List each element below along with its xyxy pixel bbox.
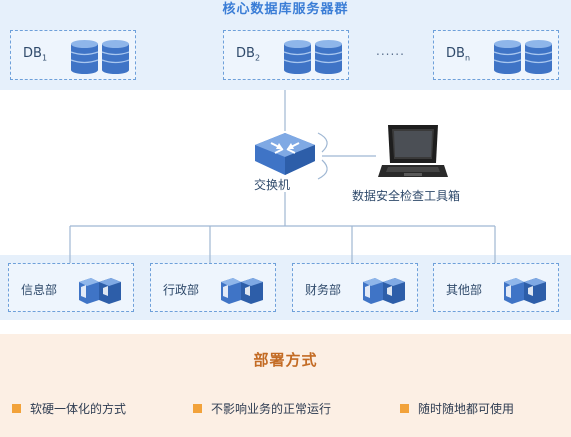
device-box-icon [504, 278, 546, 304]
database-icon [493, 40, 553, 74]
department-label: 财务部 [305, 283, 342, 297]
feature-item: 随时随地都可使用 [400, 400, 514, 417]
db-node: DB2 [223, 30, 349, 80]
cluster-title: 核心数据库服务器群 [222, 2, 349, 17]
toolbox-label: 数据安全检查工具箱 [352, 189, 461, 203]
link-arc [317, 159, 328, 180]
department-node: 其他部 [433, 263, 559, 312]
db-node: DBn [433, 30, 559, 80]
database-icon [70, 40, 130, 74]
db-label: DBn [446, 46, 471, 63]
feature-label: 随时随地都可使用 [418, 402, 515, 416]
department-node: 信息部 [8, 263, 134, 312]
device-box-icon [79, 278, 121, 304]
bullet-square-icon [12, 404, 21, 413]
device-box-icon [363, 278, 405, 304]
device-box-icon [221, 278, 263, 304]
deployment-band [0, 334, 571, 437]
db-label: DB1 [23, 46, 48, 63]
department-label: 行政部 [163, 283, 200, 297]
database-icon [283, 40, 343, 74]
feature-label: 不影响业务的正常运行 [211, 402, 332, 416]
switch-label: 交换机 [254, 178, 291, 192]
network-switch-icon [255, 133, 315, 175]
db-label: DB2 [236, 46, 261, 63]
db-node: DB1 [10, 30, 136, 80]
deployment-title: 部署方式 [253, 351, 318, 369]
bullet-square-icon [193, 404, 202, 413]
laptop-icon [378, 125, 448, 177]
feature-label: 软硬一体化的方式 [30, 402, 127, 416]
link-arc [317, 132, 328, 153]
department-label: 信息部 [21, 283, 58, 297]
ellipsis: ...... [376, 44, 405, 58]
department-node: 财务部 [292, 263, 418, 312]
department-node: 行政部 [150, 263, 276, 312]
feature-item: 软硬一体化的方式 [12, 400, 126, 417]
bullet-square-icon [400, 404, 409, 413]
feature-item: 不影响业务的正常运行 [193, 400, 331, 417]
department-label: 其他部 [446, 283, 483, 297]
